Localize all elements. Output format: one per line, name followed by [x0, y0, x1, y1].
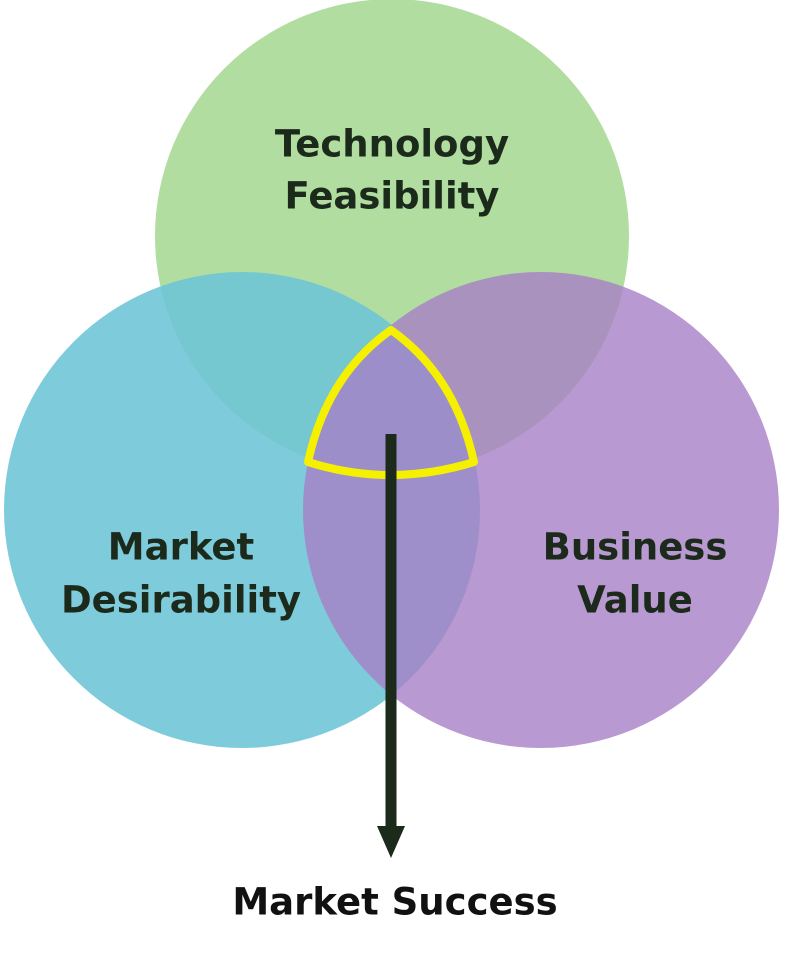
- outcome-label: Market Success: [232, 881, 557, 924]
- label-market: Market: [108, 526, 254, 569]
- label-technology: Technology: [275, 123, 509, 166]
- label-feasibility: Feasibility: [285, 175, 500, 218]
- label-desirability: Desirability: [61, 579, 301, 622]
- label-business: Business: [543, 526, 728, 569]
- label-value: Value: [577, 579, 693, 622]
- circle-business-value: [303, 272, 779, 748]
- outcome-arrow-head: [377, 826, 405, 858]
